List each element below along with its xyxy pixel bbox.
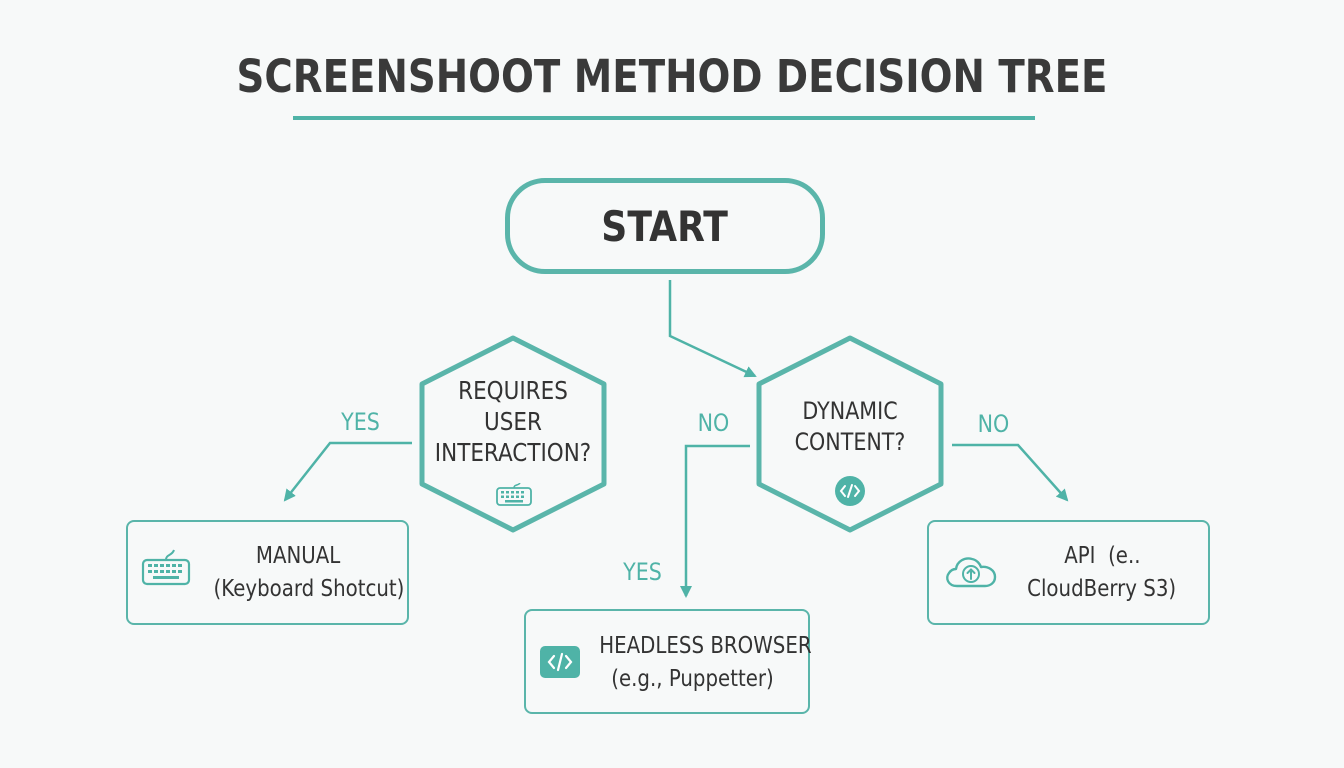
edge-start-to-dynamic bbox=[668, 280, 757, 378]
edge-label-no-api: NO bbox=[977, 410, 1010, 438]
decision-hexagon-dynamic-content bbox=[756, 335, 944, 533]
manual-title: MANUAL bbox=[255, 543, 341, 569]
headless-browser-title: HEADLESS BROWSER bbox=[599, 633, 812, 659]
api-label: API (e.. CloudBerry S3) bbox=[1002, 540, 1202, 606]
title-underline bbox=[293, 116, 1035, 120]
keyboard-icon bbox=[141, 549, 191, 586]
manual-subtitle: (Keyboard Shotcut) bbox=[213, 576, 405, 602]
edge-label-yes-manual: YES bbox=[341, 408, 380, 436]
edge-label-no-headless: NO bbox=[697, 409, 730, 437]
code-icon bbox=[835, 476, 865, 506]
dynamic-content-line-2: CONTENT? bbox=[794, 428, 906, 456]
requires-interaction-line-1: REQUIRES bbox=[458, 376, 568, 405]
edge-no-to-api bbox=[952, 443, 1069, 502]
start-label: START bbox=[601, 201, 729, 251]
headless-browser-subtitle: (e.g., Puppetter) bbox=[610, 666, 774, 692]
edge-no-to-headless bbox=[680, 444, 750, 598]
dynamic-content-line-1: DYNAMIC bbox=[802, 397, 898, 425]
manual-label: MANUAL (Keyboard Shotcut) bbox=[198, 540, 405, 606]
requires-interaction-line-3: INTERACTION? bbox=[434, 438, 592, 467]
api-subtitle: CloudBerry S3) bbox=[1027, 576, 1177, 602]
api-title: API (e.. bbox=[1063, 543, 1141, 569]
requires-interaction-line-2: USER bbox=[484, 407, 542, 436]
requires-interaction-label: REQUIRES USER INTERACTION? bbox=[433, 375, 593, 468]
code-icon bbox=[540, 646, 580, 678]
dynamic-content-label: DYNAMIC CONTENT? bbox=[773, 396, 928, 458]
start-node: START bbox=[505, 178, 825, 274]
cloud-upload-icon bbox=[946, 557, 997, 588]
diagram-title: SCREENSHOOT METHOD DECISION TREE bbox=[236, 50, 1108, 103]
decision-hexagon-requires-interaction bbox=[419, 335, 607, 533]
keyboard-icon bbox=[496, 483, 532, 506]
edge-label-yes-headless: YES bbox=[623, 558, 662, 586]
api-node bbox=[927, 520, 1210, 625]
headless-browser-label: HEADLESS BROWSER (e.g., Puppetter) bbox=[582, 630, 811, 696]
edge-yes-to-manual bbox=[283, 441, 412, 502]
